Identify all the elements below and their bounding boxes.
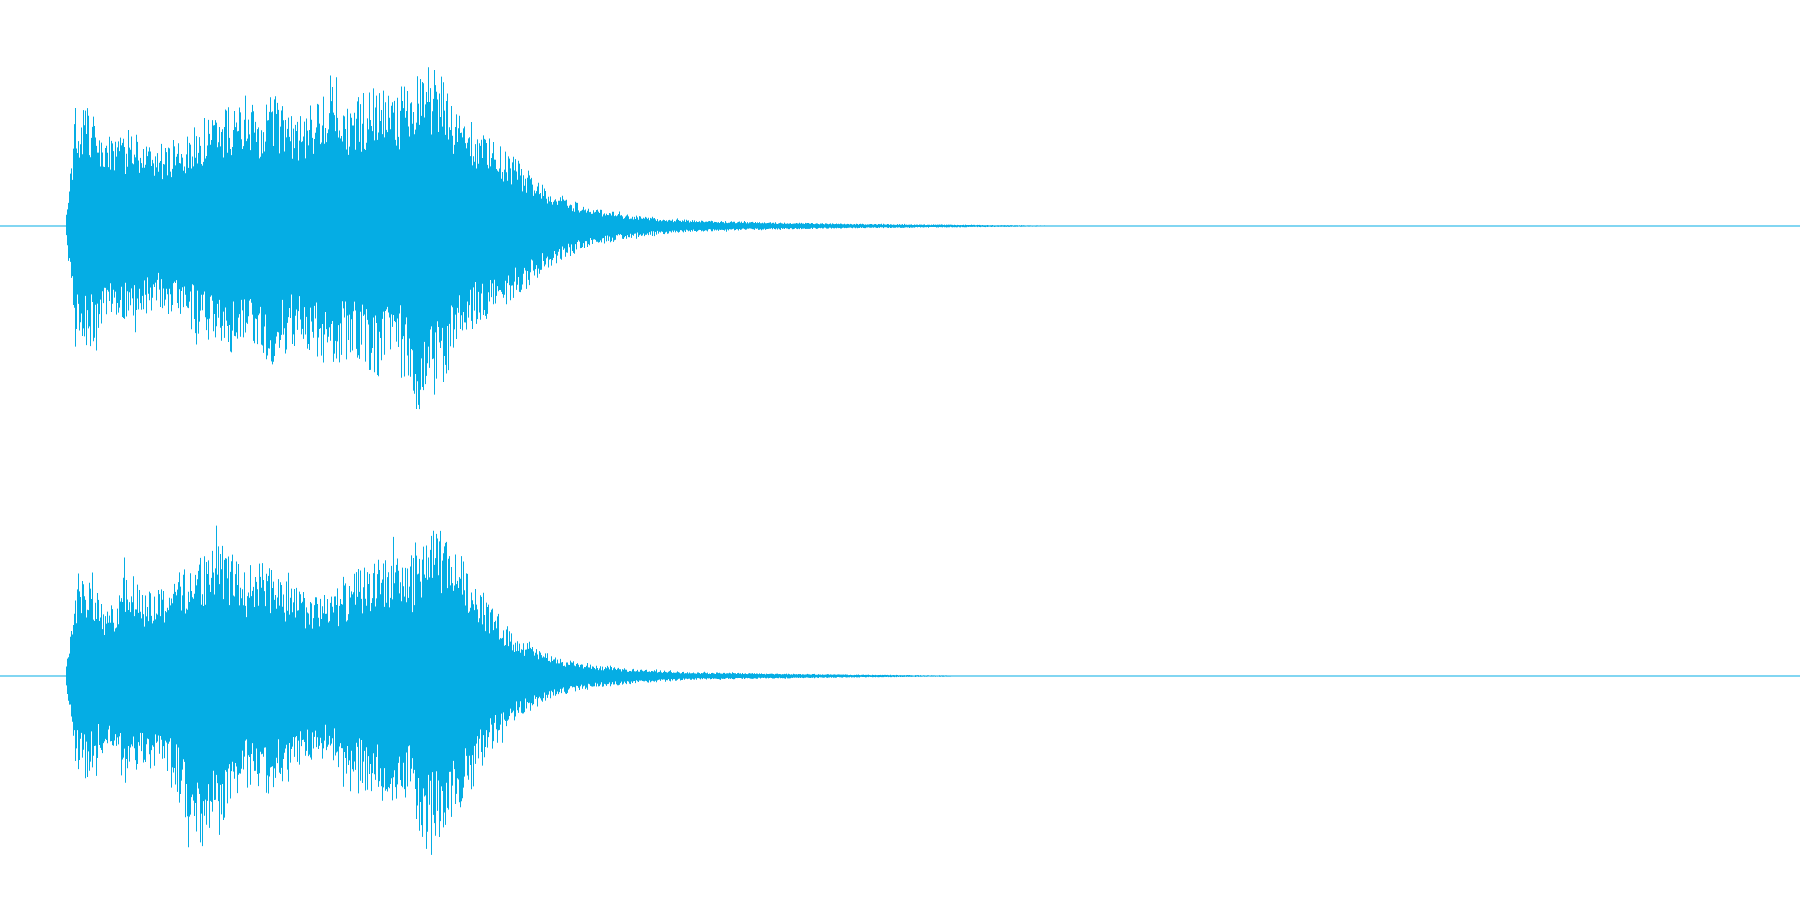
channel-2-waveform — [66, 525, 1009, 855]
channel-1-waveform — [66, 67, 1096, 410]
channel-2-track — [0, 525, 1800, 855]
channel-1-track — [0, 67, 1800, 410]
